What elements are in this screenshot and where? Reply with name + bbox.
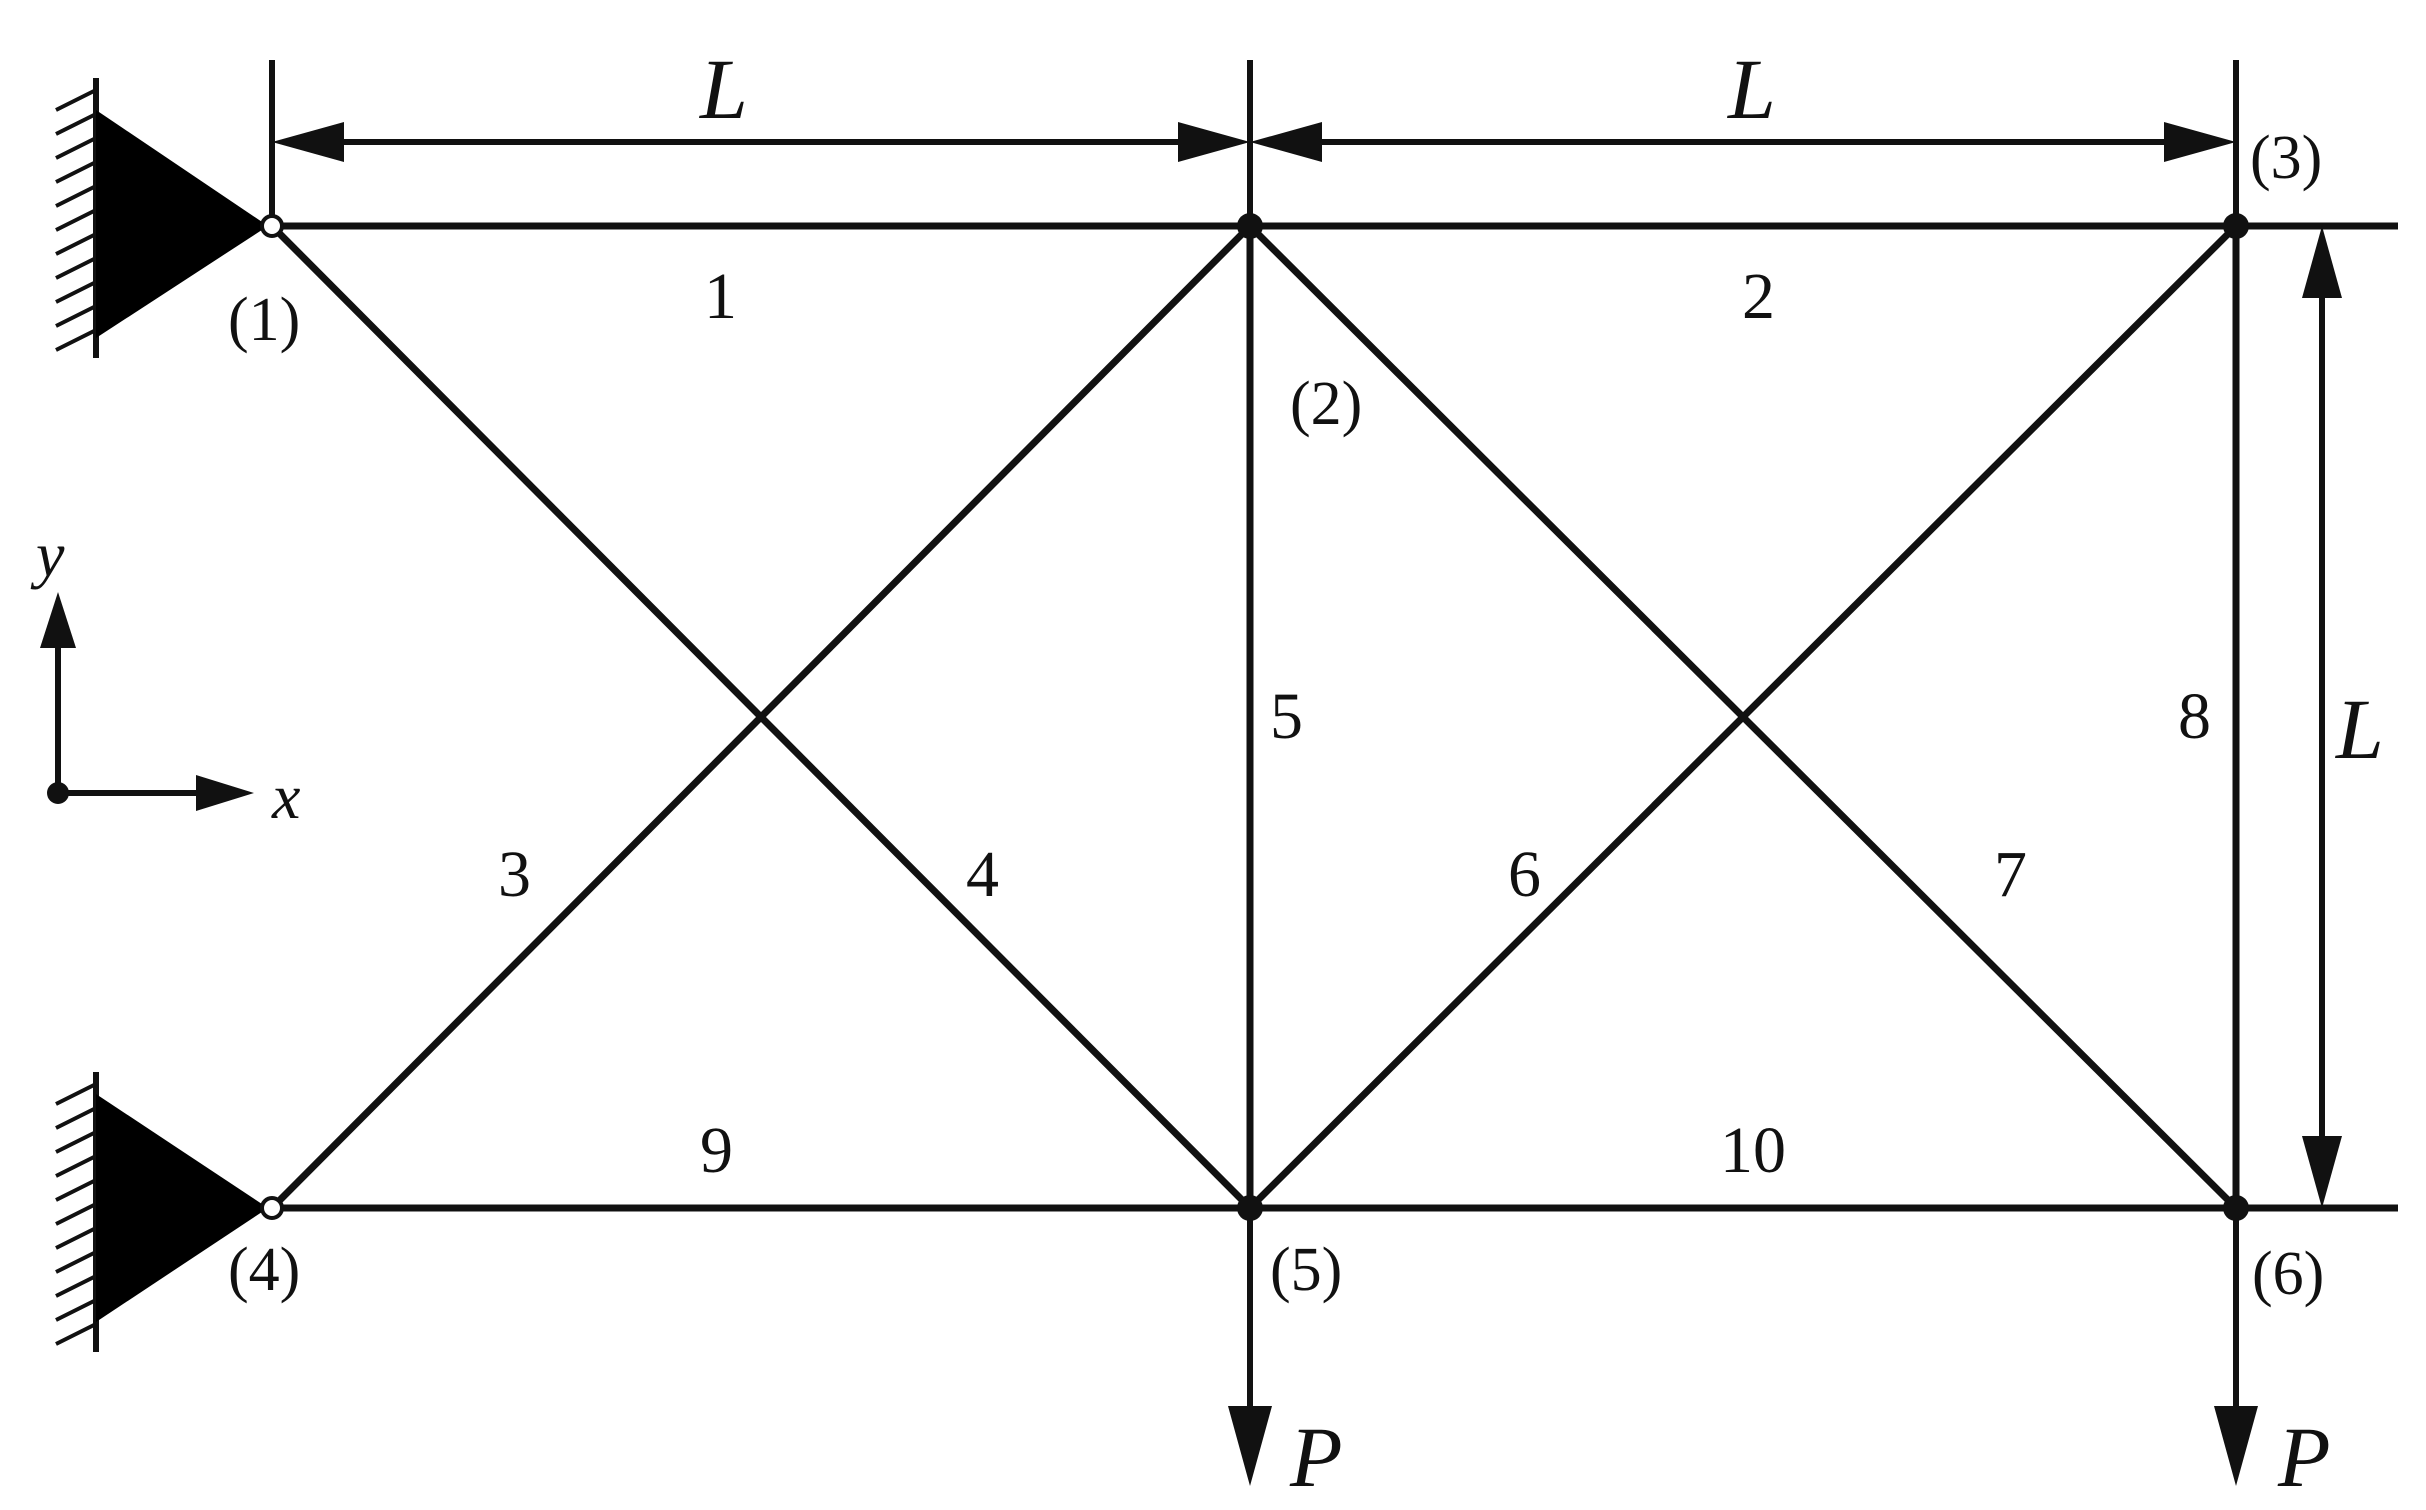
node-label-5: (5) [1270,1236,1342,1304]
dimension-label-top-left: L [698,41,748,137]
support-node4 [55,1072,268,1352]
joint-3 [2223,213,2249,239]
load-label-node6: P [2277,1409,2331,1505]
wall-hatch-bottom [55,1082,97,1346]
joint-1 [260,214,284,238]
support-triangle-1 [96,110,268,338]
dimension-top-left [272,122,1250,162]
node-labels: (1) (2) (3) (4) (5) (6) [228,124,2324,1308]
member-label-3: 3 [498,838,531,911]
node-label-6: (6) [2252,1240,2324,1308]
extension-lines [269,60,2239,1380]
support-node1 [55,78,268,358]
dimension-top-right [1250,122,2236,162]
node-label-1: (1) [228,286,300,354]
dimension-label-top-right: L [1726,41,1776,137]
member-label-6: 6 [1508,838,1541,911]
joints [260,213,2249,1221]
member-label-9: 9 [700,1114,733,1187]
axis-label-y: y [30,519,65,590]
member-7 [1247,223,2239,1211]
dimension-right-vertical [2302,226,2342,1208]
member-label-4: 4 [966,838,999,911]
load-arrow-node5 [1228,1208,1272,1486]
axes-origin [47,782,69,804]
axis-label-x: x [271,761,300,832]
member-label-2: 2 [1742,260,1775,333]
support-triangle-4 [96,1094,268,1322]
truss-members [269,222,2398,1212]
dimension-label-right: L [2334,681,2384,777]
member-label-5: 5 [1270,680,1303,753]
joint-2 [1237,213,1263,239]
member-label-8: 8 [2178,680,2211,753]
node-label-2: (2) [1290,370,1362,438]
load-label-node5: P [1289,1409,1343,1505]
node-label-4: (4) [228,1236,300,1304]
wall-hatch-top [55,88,97,352]
member-4 [269,223,1253,1211]
node-label-3: (3) [2250,124,2322,192]
axis-labels: x y [30,519,300,832]
joint-4 [260,1196,284,1220]
load-arrow-node6 [2214,1208,2258,1486]
coordinate-axes [40,592,254,811]
dimension-labels: L L L [698,41,2384,777]
member-label-1: 1 [704,260,737,333]
member-labels: 1 2 3 4 5 6 7 8 9 10 [498,260,2211,1187]
member-label-7: 7 [1994,838,2027,911]
load-labels: P P [1289,1409,2331,1505]
member-label-10: 10 [1720,1114,1786,1187]
